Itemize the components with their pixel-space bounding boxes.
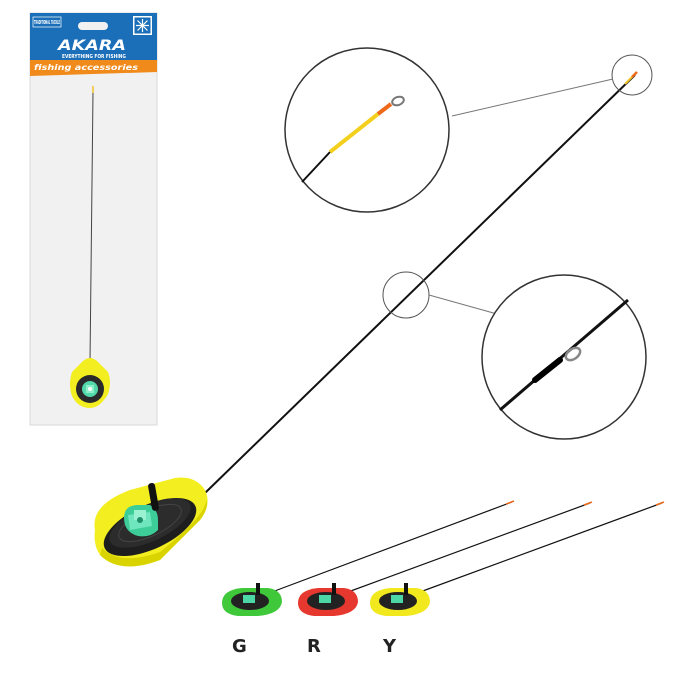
product-line-label: fishing accessories — [34, 63, 139, 72]
variant-red — [298, 501, 593, 616]
hang-hole — [78, 22, 108, 30]
corner-label: TRADITIONAL TACKLE — [34, 20, 60, 26]
guide-zoom-circle — [481, 274, 647, 440]
variant-green — [222, 500, 515, 616]
brand-tagline: EVERYTHING FOR FISHING — [62, 54, 126, 60]
variant-label-red: R — [307, 636, 321, 657]
snowflake-icon — [133, 16, 152, 35]
main-reel — [94, 477, 208, 567]
variant-label-green: G — [232, 636, 247, 657]
package-rod — [89, 91, 94, 363]
guide-zoom-indicator — [382, 271, 498, 319]
tip-zoom-indicator — [451, 54, 653, 117]
package-reel — [70, 358, 110, 408]
corner-label-box — [32, 16, 62, 28]
variant-yellow — [370, 501, 665, 616]
brand-logo: AKARA — [57, 38, 126, 54]
reel-spool — [124, 505, 158, 537]
product-package: TRADITIONAL TACKLE AKARA EVERYTHING FOR … — [29, 12, 158, 426]
main-rod — [204, 71, 638, 494]
color-variants: G R Y — [222, 500, 665, 657]
package-header — [30, 13, 157, 60]
variant-label-yellow: Y — [382, 636, 397, 657]
tip-zoom-circle — [284, 47, 450, 213]
product-line-band — [30, 60, 157, 76]
package-card — [29, 12, 158, 426]
